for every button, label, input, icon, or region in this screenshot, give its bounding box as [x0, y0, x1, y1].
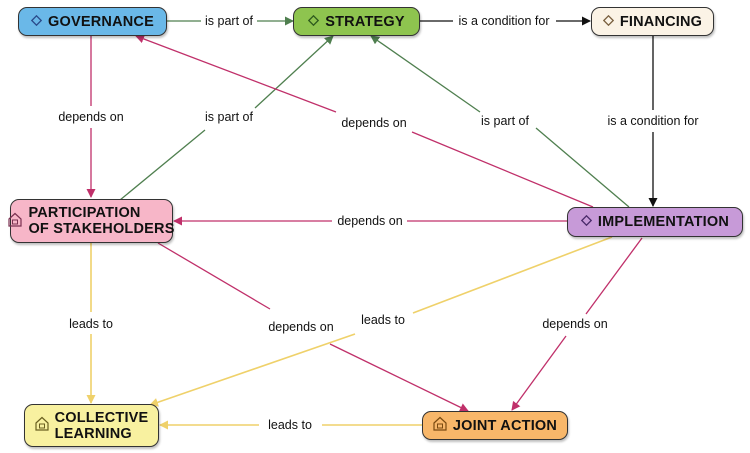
edge-label-leads-to: leads to	[69, 317, 113, 331]
concept-icon	[34, 416, 49, 435]
edge-implementation-collective[interactable]: leads to	[149, 236, 613, 407]
node-label: JOINT ACTION	[452, 417, 558, 434]
node-financing[interactable]: FINANCING	[591, 7, 714, 36]
edge-label-leads-to: leads to	[268, 418, 312, 432]
edge-financing-implementation[interactable]: is a condition for	[607, 36, 699, 207]
edge-label-is-part-of: is part of	[205, 110, 253, 124]
edge-implementation-participation[interactable]: depends on	[173, 214, 567, 228]
node-label: FINANCING	[619, 13, 703, 30]
edge-participation-collective[interactable]: leads to	[69, 243, 113, 404]
edge-label-depends-on: depends on	[58, 110, 123, 124]
node-label: STRATEGY	[325, 13, 405, 30]
edge-label-leads-to: leads to	[361, 313, 405, 327]
edge-label-depends-on: depends on	[337, 214, 402, 228]
node-participation-of-stakeholders[interactable]: PARTICIPATION OF STAKEHOLDERS	[8, 199, 175, 243]
edge-label-is-a-condition-for: is a condition for	[458, 14, 549, 28]
node-label: COLLECTIVE LEARNING	[54, 409, 149, 442]
diamond-icon	[30, 14, 43, 30]
edge-joint-collective[interactable]: leads to	[159, 418, 422, 432]
concept-icon	[8, 212, 23, 231]
edge-governance-strategy[interactable]: is part of	[167, 14, 294, 28]
edge-implementation-governance[interactable]: depends on	[135, 34, 594, 208]
node-label: GOVERNANCE	[48, 13, 154, 30]
node-label: IMPLEMENTATION	[597, 214, 730, 230]
edge-label-is-part-of: is part of	[205, 14, 253, 28]
edge-strategy-financing[interactable]: is a condition for	[420, 14, 591, 28]
node-collective-learning[interactable]: COLLECTIVE LEARNING	[24, 404, 159, 447]
node-joint-action[interactable]: JOINT ACTION	[422, 411, 568, 440]
edge-implementation-strategy[interactable]: is part of	[370, 35, 630, 208]
node-label: PARTICIPATION OF STAKEHOLDERS	[28, 205, 175, 237]
concept-icon	[433, 416, 447, 435]
node-governance[interactable]: GOVERNANCE	[18, 7, 167, 36]
edge-participation-joint[interactable]: depends on	[157, 242, 469, 412]
node-strategy[interactable]: STRATEGY	[293, 7, 420, 36]
diamond-icon	[308, 14, 320, 30]
edge-label-depends-on: depends on	[268, 320, 333, 334]
edge-implementation-joint[interactable]: depends on	[511, 237, 643, 411]
node-implementation[interactable]: IMPLEMENTATION	[567, 207, 743, 237]
edge-label-is-a-condition-for: is a condition for	[607, 114, 698, 128]
diamond-icon	[602, 14, 614, 30]
edge-label-is-part-of: is part of	[481, 114, 529, 128]
edge-governance-participation[interactable]: depends on	[58, 36, 124, 198]
edge-label-depends-on: depends on	[542, 317, 607, 331]
edge-participation-strategy[interactable]: is part of	[119, 35, 334, 201]
edge-label-depends-on: depends on	[341, 116, 406, 130]
diamond-icon	[580, 214, 593, 230]
